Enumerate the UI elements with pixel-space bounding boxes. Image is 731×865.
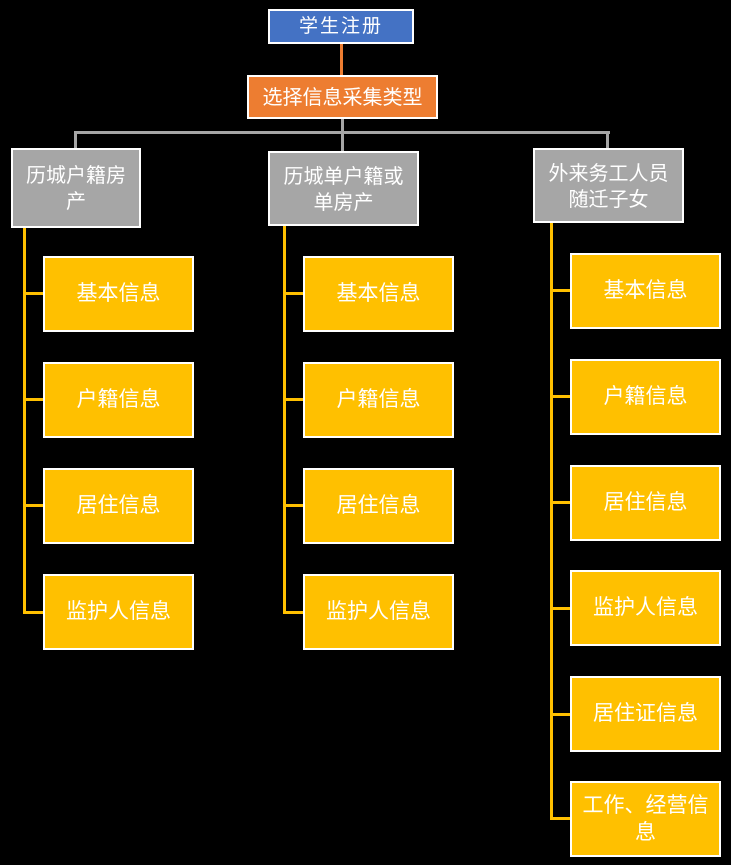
connector-col3-stub-6	[550, 817, 570, 820]
connector-drop-branch-1	[74, 131, 77, 148]
node-leaf-hukou-info: 户籍信息	[43, 362, 194, 438]
node-leaf-basic-info: 基本信息	[570, 253, 721, 329]
node-label: 外来务工人员随迁子女	[548, 160, 669, 211]
node-label: 选择信息采集类型	[262, 85, 423, 109]
connector-col1-stub-1	[23, 292, 43, 295]
connector-col1-spine	[23, 228, 26, 614]
node-label: 历城户籍房产	[26, 163, 126, 213]
node-label: 户籍信息	[603, 384, 688, 409]
connector-col2-spine	[283, 226, 286, 614]
node-label: 工作、经营信息	[582, 792, 709, 844]
node-leaf-residence-permit-info: 居住证信息	[570, 676, 721, 752]
connector-col3-stub-3	[550, 501, 570, 504]
node-label: 基本信息	[603, 278, 688, 303]
connector-col3-spine	[550, 223, 553, 820]
node-select-collection-type: 选择信息采集类型	[247, 75, 438, 119]
node-label: 监护人信息	[593, 595, 698, 620]
node-label: 居住信息	[603, 490, 688, 515]
node-label: 基本信息	[336, 281, 421, 306]
node-leaf-guardian-info: 监护人信息	[43, 574, 194, 650]
connector-drop-branch-3	[606, 131, 609, 148]
connector-col3-stub-1	[550, 289, 570, 292]
node-branch-licheng-hukou-property: 历城户籍房产	[11, 148, 141, 228]
node-leaf-residence-info: 居住信息	[43, 468, 194, 544]
node-leaf-residence-info: 居住信息	[570, 465, 721, 541]
node-label: 居住信息	[336, 493, 421, 518]
connector-selector-stem	[341, 119, 344, 132]
connector-col3-stub-2	[550, 395, 570, 398]
connector-col1-stub-3	[23, 504, 43, 507]
node-label: 居住证信息	[593, 701, 698, 726]
node-leaf-guardian-info: 监护人信息	[570, 570, 721, 646]
node-label: 监护人信息	[326, 599, 431, 624]
node-leaf-basic-info: 基本信息	[43, 256, 194, 332]
connector-root-to-selector	[340, 44, 343, 75]
node-leaf-guardian-info: 监护人信息	[303, 574, 454, 650]
node-leaf-hukou-info: 户籍信息	[570, 359, 721, 435]
node-label: 居住信息	[76, 493, 161, 518]
node-leaf-basic-info: 基本信息	[303, 256, 454, 332]
node-label: 监护人信息	[66, 599, 171, 624]
connector-col2-stub-3	[283, 504, 303, 507]
node-leaf-work-business-info: 工作、经营信息	[570, 781, 721, 857]
node-branch-migrant-children: 外来务工人员随迁子女	[533, 148, 684, 223]
node-label: 学生注册	[298, 15, 383, 38]
connector-col1-stub-4	[23, 611, 43, 614]
connector-col3-stub-5	[550, 713, 570, 716]
node-label: 基本信息	[76, 281, 161, 306]
connector-col2-stub-4	[283, 611, 303, 614]
connector-col2-stub-2	[283, 398, 303, 401]
node-label: 历城单户籍或单房产	[283, 163, 404, 214]
node-branch-licheng-single: 历城单户籍或单房产	[268, 151, 419, 226]
node-label: 户籍信息	[336, 387, 421, 412]
node-label: 户籍信息	[76, 387, 161, 412]
connector-col2-stub-1	[283, 292, 303, 295]
node-student-registration: 学生注册	[268, 9, 414, 44]
node-leaf-residence-info: 居住信息	[303, 468, 454, 544]
connector-col3-stub-4	[550, 607, 570, 610]
connector-drop-branch-2	[341, 131, 344, 151]
node-leaf-hukou-info: 户籍信息	[303, 362, 454, 438]
connector-col1-stub-2	[23, 398, 43, 401]
